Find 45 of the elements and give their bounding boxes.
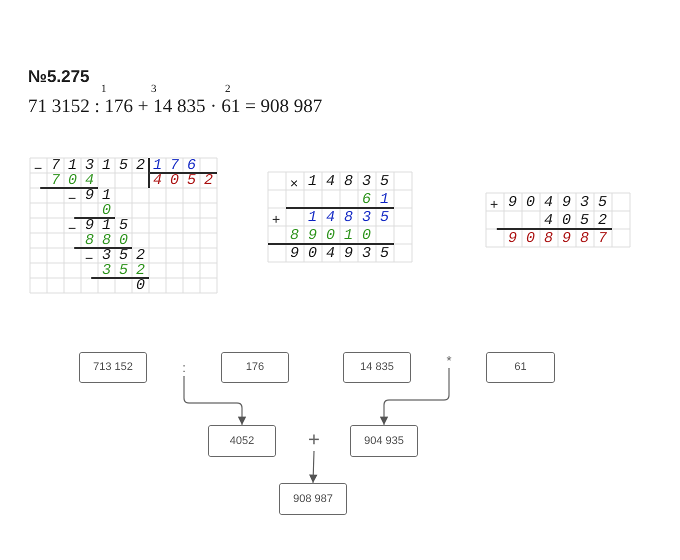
digit-row: 0 [136, 278, 154, 293]
operation-sign: − [68, 220, 76, 234]
order-number: 2 [225, 84, 230, 95]
digit-row: 352 [102, 263, 154, 278]
digit-row: 352 [102, 248, 154, 263]
digit-row: 4052 [544, 212, 616, 228]
operation-sign: : [179, 358, 189, 376]
number-box: 4052 [208, 425, 276, 457]
operation-sign: * [444, 352, 454, 368]
number-box: 176 [221, 352, 289, 383]
digit-row: 915 [85, 218, 136, 233]
digit-row: 1 [380, 192, 398, 206]
digit-row: 4052 [153, 173, 222, 188]
number-box: 14 835 [343, 352, 411, 383]
digit-row: 14835 [308, 174, 398, 188]
digit-row: 0 [102, 203, 120, 218]
equation: 71 3152 : 176 + 14 835 · 61 = 908 987 [28, 97, 322, 116]
number-box: 713 152 [79, 352, 147, 383]
digit-row: 91 [85, 188, 120, 203]
digit-row: 908987 [508, 230, 616, 246]
digit-row: 704 [51, 173, 102, 188]
digit-row: 176 [153, 158, 204, 173]
arrow [309, 450, 318, 484]
digit-row: 880 [85, 233, 136, 248]
digit-row: 89010 [290, 228, 380, 242]
operation-sign: − [34, 160, 42, 174]
arrow [380, 368, 450, 425]
digit-row: 904935 [508, 194, 616, 210]
operation-sign: − [85, 250, 94, 264]
digit-row: 14835 [308, 210, 398, 224]
arrow [183, 376, 246, 425]
number-box: 61 [486, 352, 555, 383]
number-box: 904 935 [350, 425, 418, 457]
title: №5.275 [28, 66, 90, 88]
digit-row: 713152 [51, 158, 154, 173]
operation-sign: × [290, 176, 298, 190]
operation-sign: + [490, 197, 498, 211]
order-number: 1 [101, 84, 106, 95]
order-number: 3 [151, 84, 156, 95]
digit-row: 6 [362, 192, 380, 206]
operation-sign: + [306, 429, 322, 451]
number-box: 908 987 [279, 483, 347, 515]
operation-sign: − [68, 190, 76, 204]
operation-sign: + [272, 212, 280, 226]
digit-row: 904935 [290, 246, 398, 260]
